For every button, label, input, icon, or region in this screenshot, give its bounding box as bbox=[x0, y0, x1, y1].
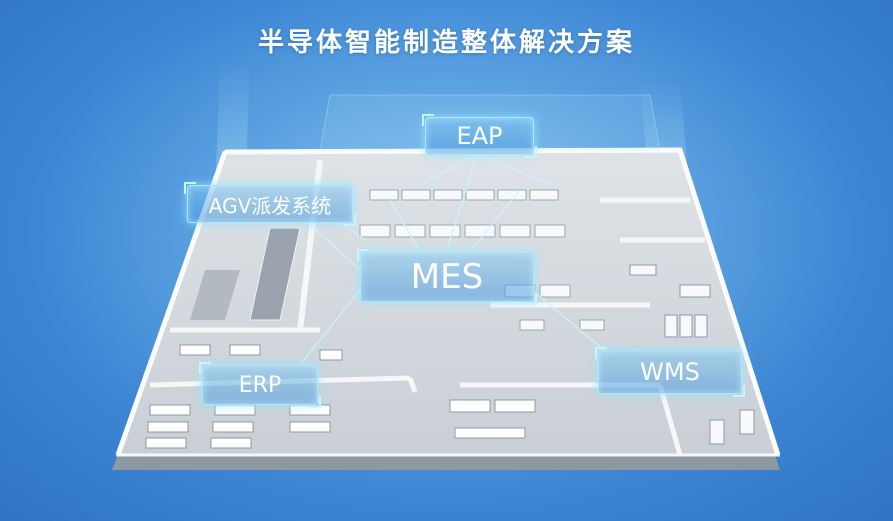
mes-label: MES bbox=[410, 257, 484, 297]
wms-label: WMS bbox=[640, 358, 700, 386]
connection-lines bbox=[299, 152, 611, 366]
mes-system-tag: MES bbox=[357, 249, 537, 305]
page-title: 半导体智能制造整体解决方案 bbox=[257, 28, 635, 58]
erp-system-tag: ERP bbox=[199, 362, 321, 408]
eap-label: EAP bbox=[456, 122, 503, 150]
erp-label: ERP bbox=[238, 372, 282, 398]
floor-edge bbox=[112, 455, 780, 470]
agv-dispatch-system-tag: AGV派发系统 bbox=[184, 182, 356, 226]
eap-system-tag: EAP bbox=[422, 114, 537, 158]
wms-system-tag: WMS bbox=[595, 347, 745, 397]
agv-label: AGV派发系统 bbox=[208, 193, 332, 218]
